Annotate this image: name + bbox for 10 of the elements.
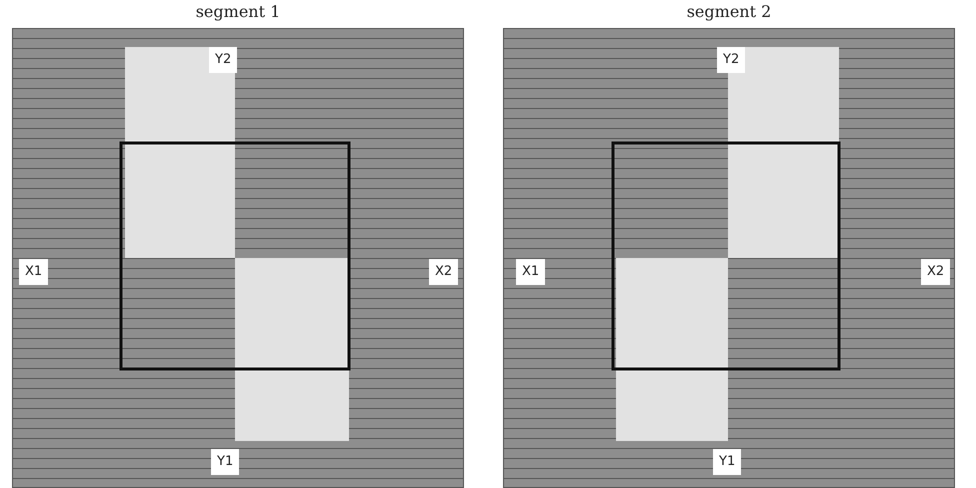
axis-label: X2 bbox=[921, 259, 950, 285]
axis-label: X1 bbox=[516, 259, 546, 285]
axis-label: Y1 bbox=[713, 449, 742, 475]
axis-label: Y2 bbox=[717, 47, 746, 73]
panel-heading: segment 1 bbox=[194, 2, 282, 21]
axis-label: Y1 bbox=[211, 449, 240, 475]
axis-label: Y2 bbox=[209, 47, 238, 73]
panel-heading: segment 2 bbox=[686, 2, 772, 21]
axis-label: X1 bbox=[19, 259, 48, 285]
axis-label: X2 bbox=[429, 259, 458, 285]
